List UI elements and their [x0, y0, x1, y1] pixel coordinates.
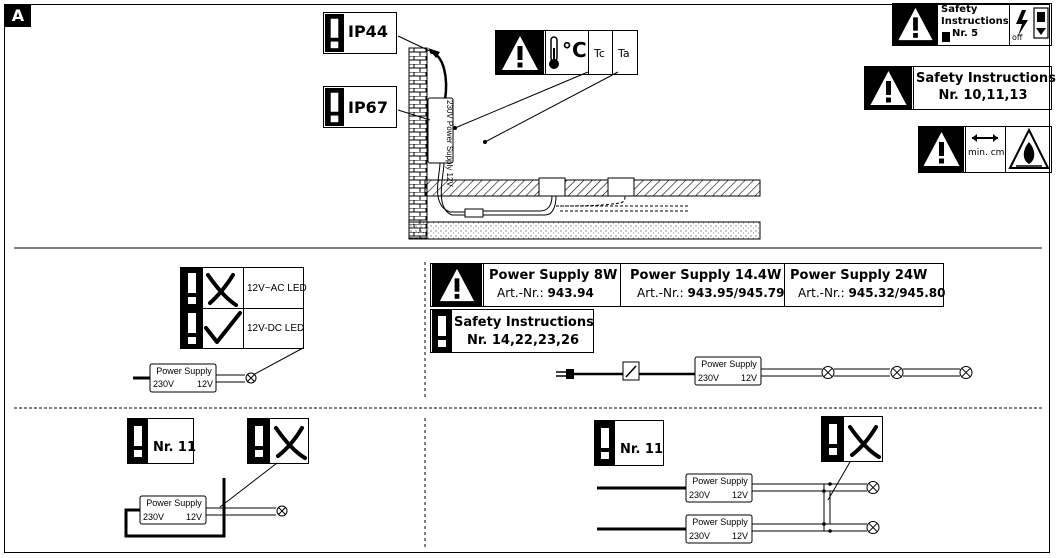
psu-8w-art: Art.-Nr.: 943.94: [497, 286, 594, 300]
forbidden-box-left: [247, 418, 309, 464]
power-supply-table: [430, 263, 944, 307]
clearance-box: [918, 126, 1052, 173]
brick-wall: [408, 47, 428, 239]
psu-14w-title: Power Supply 14.4W: [630, 268, 782, 283]
psu-out: 12V: [741, 373, 758, 383]
ip67-label: IP67: [348, 98, 388, 117]
psu-out: 12V: [732, 490, 749, 500]
psu-title: Power Supply: [692, 476, 748, 486]
ip67-box: [323, 86, 397, 128]
off-label: off: [1012, 33, 1023, 42]
psu-title: Power Supply: [156, 366, 212, 376]
forbidden-box-right: [821, 416, 883, 462]
psu-out: 12V: [732, 531, 749, 541]
ground-layer: [408, 221, 761, 240]
safety-top-box: [892, 3, 1052, 46]
psu-in: 230V: [689, 490, 711, 500]
figure-frame: [4, 4, 1050, 553]
psu-out: 12V: [186, 512, 203, 522]
nr11-box-right: [594, 420, 664, 466]
psu-in: 230V: [143, 512, 165, 522]
ip44-label: IP44: [348, 22, 388, 41]
nr11-label-left: Nr. 11: [153, 440, 196, 455]
psu-8w-title: Power Supply 8W: [489, 268, 618, 283]
safety-mid-box: [864, 66, 1052, 110]
safety-mid-text: Safety Instructions Nr. 10,11,13: [916, 71, 1056, 103]
panel-label: A: [5, 5, 31, 27]
floor-slab: [424, 179, 761, 197]
temperature-warning-box: [495, 30, 638, 75]
lv-cable-b: [440, 162, 465, 216]
psu-in: 230V: [689, 531, 711, 541]
mains-cable: [429, 50, 448, 101]
psu-in: 230V: [153, 379, 175, 389]
led-ac-label: 12V~AC LED: [247, 283, 307, 294]
nr11-box-left: [127, 418, 194, 464]
safety-top-text: Safety Instructions Nr. 5: [941, 4, 1009, 39]
psu-title: Power Supply: [701, 359, 757, 369]
recessed-light-1: [538, 177, 566, 197]
nr11-label-right: Nr. 11: [620, 442, 663, 457]
tc-label: Tc: [594, 47, 605, 60]
psu-title: Power Supply: [692, 517, 748, 527]
connector: [464, 208, 484, 218]
recessed-light-2: [607, 177, 635, 197]
ta-label: Ta: [618, 47, 630, 60]
safety-right-box: [430, 309, 594, 353]
psu-24w-title: Power Supply 24W: [790, 268, 928, 283]
psu-14w-art: Art.-Nr.: 943.95/945.79: [637, 286, 785, 300]
celsius-label: °C: [562, 38, 587, 62]
safety-right-text: Safety Instructions Nr. 14,22,23,26: [454, 315, 594, 348]
led-dc-label: 12V-DC LED: [247, 323, 305, 334]
min-cm-label: min. cm: [968, 148, 1005, 158]
psu-in: 230V: [698, 373, 720, 383]
psu-title: Power Supply: [146, 498, 202, 508]
lv-cable-a: [437, 162, 465, 213]
ip44-box: [323, 12, 397, 54]
psu-out: 12V: [197, 379, 214, 389]
psu-vertical-text: 230V Power Supply 12V: [445, 100, 454, 187]
psu-24w-art: Art.-Nr.: 945.32/945.80: [798, 286, 946, 300]
